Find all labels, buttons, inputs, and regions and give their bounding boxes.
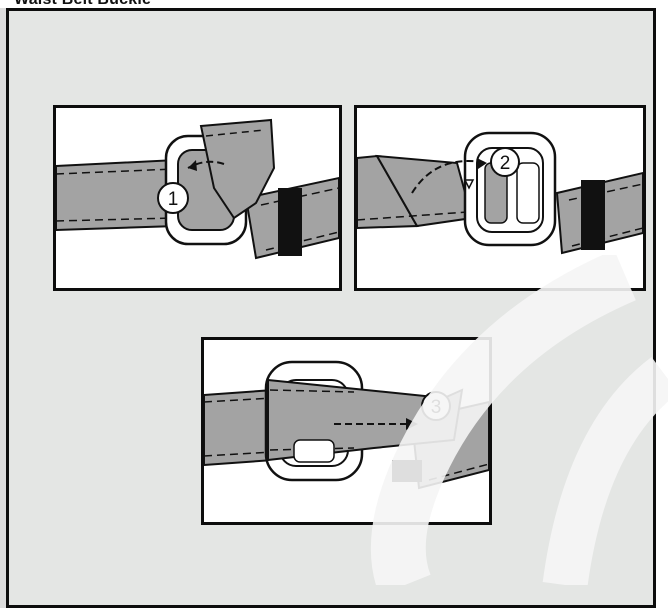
step-1-number: 1 [168, 189, 179, 210]
velcro-tab [581, 180, 605, 250]
step-2-illustration: 2 [357, 131, 643, 255]
step-2-panel: 2 [354, 105, 646, 291]
page-title: Waist Belt Buckle [14, 0, 151, 9]
step-1-panel: 1 [53, 105, 342, 291]
step-1-illustration: 1 [56, 118, 339, 260]
step-3-panel: 3 [201, 337, 492, 525]
step-1-callout [157, 182, 189, 214]
strap-left [204, 388, 275, 467]
step-2-callout [490, 147, 520, 177]
velcro-tab [278, 188, 302, 256]
velcro-tab [392, 460, 422, 482]
step-3-number: 3 [431, 397, 442, 418]
step-3-illustration: 3 [204, 360, 489, 490]
left-edge-strip [0, 8, 6, 608]
instruction-sheet: 1 2 [6, 8, 656, 608]
strap-flap [199, 118, 276, 220]
step-2-number: 2 [500, 153, 511, 174]
